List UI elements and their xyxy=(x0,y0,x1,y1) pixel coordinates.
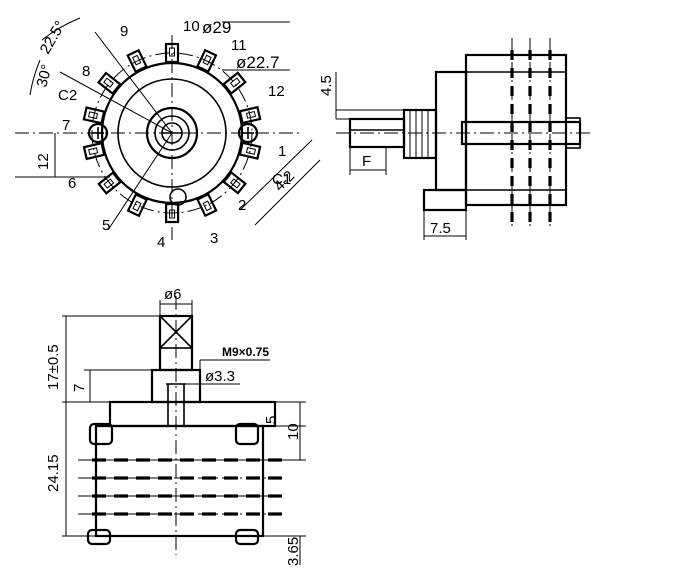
front-view: ø29 ø22.7 12 4-2 22.5° 30° C2 C1 1 2 3 4… xyxy=(15,17,321,251)
lug-br xyxy=(234,528,260,546)
terminal-lug xyxy=(126,48,148,74)
bottom-body xyxy=(94,424,265,538)
deck-rows xyxy=(78,458,282,516)
dim-4-2-line-b xyxy=(254,159,321,226)
terminal-lug xyxy=(222,170,247,195)
side-bushing xyxy=(402,108,438,160)
terminal-lugs xyxy=(82,42,262,224)
angle-label-2: 30° xyxy=(33,63,55,89)
dim-shaft-dia: ø6 xyxy=(164,286,182,303)
terminal-lug xyxy=(82,106,106,125)
angle-arc-10 xyxy=(29,59,41,96)
terminal-lug xyxy=(222,71,247,95)
terminal-lug xyxy=(126,192,149,218)
dim-height-offset: 12 xyxy=(35,153,52,170)
bottom-front-plate xyxy=(108,400,277,428)
terminal-lug xyxy=(96,71,122,96)
terminal-8: 8 xyxy=(82,63,90,80)
terminal-7: 7 xyxy=(62,117,70,134)
terminal-lug xyxy=(196,192,218,218)
terminal-10: 10 xyxy=(183,18,200,35)
diagonal-ray xyxy=(107,132,173,231)
dim-pcd: ø22.7 xyxy=(236,53,279,72)
angle-ray-1 xyxy=(94,31,173,134)
left-screw xyxy=(87,122,109,144)
side-view: 4.5 F 7.5 xyxy=(318,38,590,240)
dim-body-height: 24.15 xyxy=(45,454,62,492)
terminal-4: 4 xyxy=(157,234,165,251)
terminal-9: 9 xyxy=(120,23,128,40)
terminal-11: 11 xyxy=(231,37,247,54)
lug-bl xyxy=(86,528,112,546)
dim-shaft-length: 17±0.5 xyxy=(45,344,62,390)
dim-bush-dia: ø3.3 xyxy=(205,368,235,385)
terminal-lug xyxy=(164,202,180,224)
common-label-c1: C1 xyxy=(272,171,291,188)
terminal-1: 1 xyxy=(278,143,286,160)
terminal-lug xyxy=(164,42,180,64)
dim-outer-dia: ø29 xyxy=(202,18,231,37)
dim-bracket: 7.5 xyxy=(430,220,451,237)
angle-label-1: 22.5° xyxy=(37,18,69,57)
terminal-lug xyxy=(238,141,262,160)
terminal-lug xyxy=(97,171,122,195)
terminal-6: 6 xyxy=(68,175,76,192)
lug-tr xyxy=(234,422,260,446)
terminal-lug xyxy=(238,105,262,125)
dim-4-2-line xyxy=(239,139,313,211)
dim-thread: M9×0.75 xyxy=(222,345,269,359)
dim-pin: 3.65 xyxy=(285,537,302,566)
lug-tl xyxy=(88,422,114,446)
terminal-5: 5 xyxy=(102,217,110,234)
right-screw xyxy=(237,122,259,144)
angle-arc-22 xyxy=(41,17,81,41)
dim-bush-height: 7 xyxy=(71,384,88,392)
terminal-3: 3 xyxy=(210,230,218,247)
terminal-2: 2 xyxy=(238,197,246,214)
side-bracket xyxy=(422,188,468,212)
side-pins xyxy=(510,38,552,228)
angle-ray-2 xyxy=(59,71,173,134)
dim-deck-5: 5 xyxy=(263,416,280,424)
dim-shaft-flat: F xyxy=(362,153,371,170)
common-label-c2: C2 xyxy=(58,87,77,104)
terminal-lug xyxy=(82,141,106,161)
dim-shaft-offset: 4.5 xyxy=(318,75,335,96)
bottom-view: ø6 M9×0.75 ø3.3 17±0.5 7 24.15 5 10 3.65 xyxy=(45,286,306,566)
dim-deck-10: 10 xyxy=(285,423,302,440)
terminal-12: 12 xyxy=(268,83,285,100)
terminal-lug xyxy=(195,48,218,74)
